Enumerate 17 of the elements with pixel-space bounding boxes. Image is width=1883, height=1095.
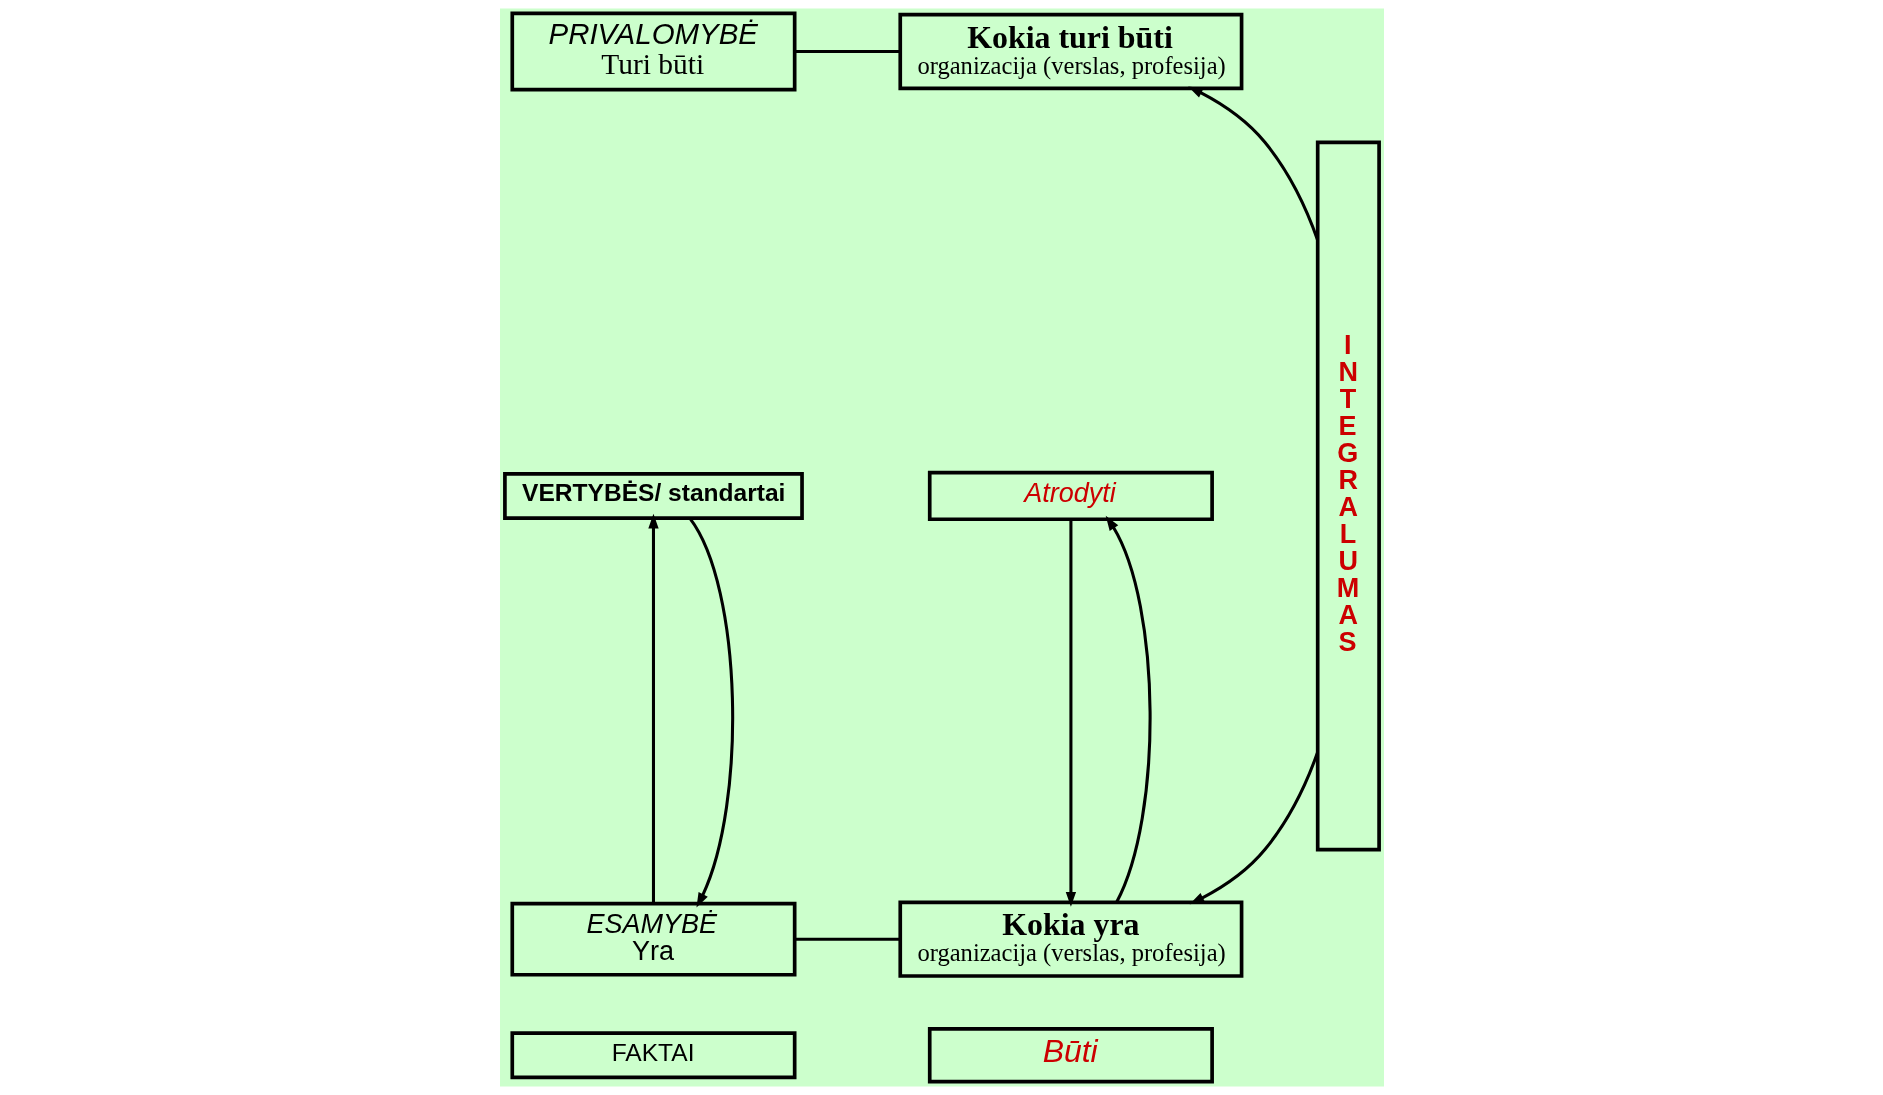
node-box: INTEGRALUMAS xyxy=(1315,140,1381,852)
node-box: ESAMYBĖ Yra xyxy=(509,901,796,977)
node-box: Kokia yra organizacija (verslas, profesija) xyxy=(897,900,1243,978)
node-box: Kokia turi būti organizacija (verslas, profesija) xyxy=(897,12,1243,91)
node-box: FAKTAI xyxy=(509,1031,796,1080)
arrow xyxy=(647,513,659,904)
arrow xyxy=(1105,515,1152,903)
arrow xyxy=(688,517,734,908)
arrow xyxy=(1187,86,1319,241)
node-box: Būti xyxy=(927,1026,1214,1084)
connector xyxy=(794,49,900,53)
node-box: PRIVALOMYBĖ Turi būti xyxy=(509,11,796,92)
arrow xyxy=(1065,519,1076,907)
node-box: VERTYBĖS/ standartai xyxy=(502,472,804,520)
connector xyxy=(794,937,900,941)
arrow xyxy=(1189,751,1319,905)
node-box: Atrodyti xyxy=(927,470,1214,522)
